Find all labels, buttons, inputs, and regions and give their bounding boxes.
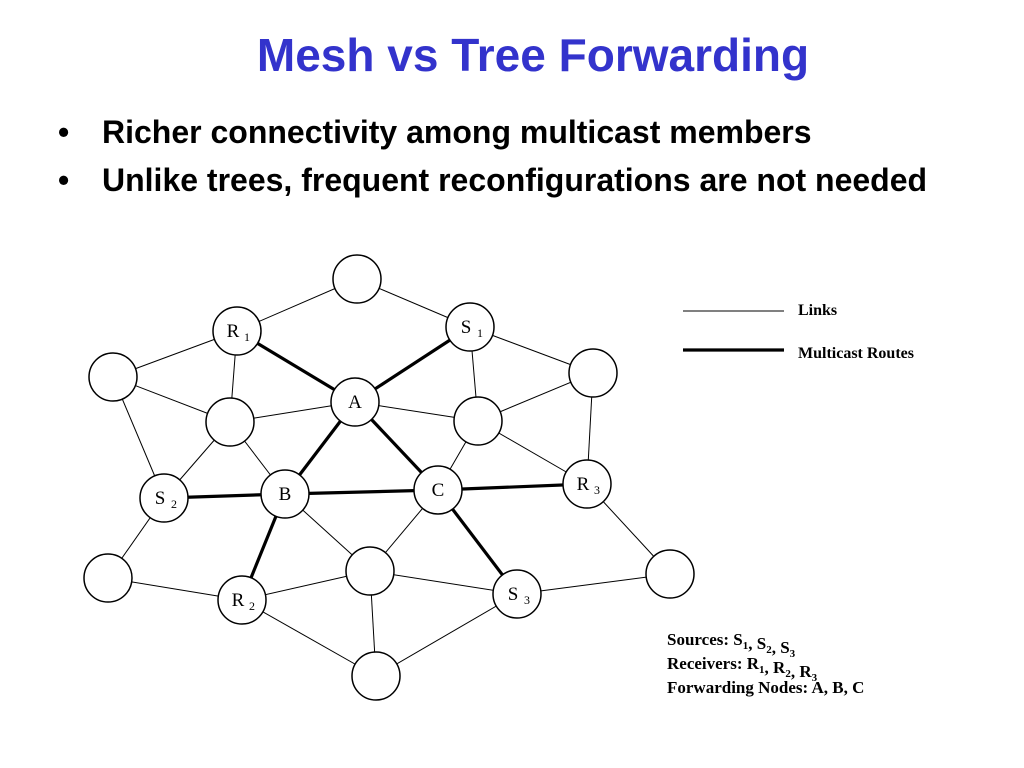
node-B: B bbox=[260, 469, 310, 519]
bullet-marker: • bbox=[58, 162, 70, 198]
link-right-lower-S3 bbox=[516, 573, 671, 595]
bullet-item: • Richer connectivity among multicast me… bbox=[58, 112, 998, 152]
node-label: A bbox=[348, 392, 362, 413]
bullet-item: • Unlike trees, frequent reconfiguration… bbox=[58, 160, 998, 200]
node-subscript: 1 bbox=[244, 330, 250, 344]
summary-subscript: 3 bbox=[812, 672, 818, 684]
summary-run: , R bbox=[791, 662, 813, 681]
node-label: R bbox=[232, 590, 245, 611]
node-circle bbox=[330, 377, 380, 427]
summary-run: , S bbox=[748, 634, 766, 653]
node-C: C bbox=[413, 465, 463, 515]
node-circle bbox=[260, 469, 310, 519]
link-center-lower-S3 bbox=[369, 570, 518, 595]
node-circle bbox=[217, 575, 267, 625]
summary-run: Sources: S bbox=[667, 630, 743, 649]
summary-run: Receivers: R bbox=[667, 654, 760, 673]
node-label: R bbox=[227, 321, 240, 342]
legend-routes-label: Multicast Routes bbox=[798, 345, 914, 362]
bullet-marker: • bbox=[58, 114, 70, 150]
node-circle bbox=[562, 459, 612, 509]
slide-title: Mesh vs Tree Forwarding bbox=[256, 29, 810, 81]
bullet-text: Richer connectivity among multicast memb… bbox=[102, 114, 812, 150]
node-right-upper bbox=[568, 348, 618, 398]
node-circle bbox=[332, 254, 382, 304]
node-A: A bbox=[330, 377, 380, 427]
node-right-lower bbox=[645, 549, 695, 599]
node-subscript: 1 bbox=[477, 326, 483, 340]
node-circle bbox=[205, 397, 255, 447]
summary-run: Forwarding Nodes: A, B, C bbox=[667, 678, 864, 697]
node-bottom bbox=[351, 651, 401, 701]
summary-subscript: 2 bbox=[785, 668, 791, 680]
node-circle bbox=[492, 569, 542, 619]
route-C-R3 bbox=[437, 482, 588, 492]
node-inner-left bbox=[205, 397, 255, 447]
summary-receivers: Receivers: R1, R2, R3 bbox=[667, 654, 818, 684]
node-circle bbox=[139, 473, 189, 523]
link-R2-bottom bbox=[241, 599, 377, 677]
node-circle bbox=[645, 549, 695, 599]
route-B-C bbox=[284, 488, 439, 496]
bullet-text: Unlike trees, frequent reconfigurations … bbox=[102, 162, 928, 198]
node-circle bbox=[83, 553, 133, 603]
node-label: S bbox=[508, 584, 519, 605]
summary-run: , S bbox=[772, 638, 790, 657]
summary-subscript: 1 bbox=[759, 664, 765, 676]
summary-forwarding: Forwarding Nodes: A, B, C bbox=[667, 678, 864, 697]
summary-run: , R bbox=[765, 658, 787, 677]
node-subscript: 2 bbox=[249, 599, 255, 613]
node-left-upper bbox=[88, 352, 138, 402]
node-subscript: 3 bbox=[524, 593, 530, 607]
node-circle bbox=[445, 302, 495, 352]
summary: Sources: S1, S2, S3 Receivers: R1, R2, R… bbox=[667, 630, 864, 697]
node-circle bbox=[413, 465, 463, 515]
summary-subscript: 1 bbox=[743, 640, 749, 652]
node-label: S bbox=[461, 317, 472, 338]
node-label: B bbox=[279, 484, 292, 505]
node-circle bbox=[568, 348, 618, 398]
summary-sources: Sources: S1, S2, S3 bbox=[667, 630, 796, 660]
node-circle bbox=[351, 651, 401, 701]
node-inner-right bbox=[453, 396, 503, 446]
node-left-lower bbox=[83, 553, 133, 603]
node-label: R bbox=[577, 474, 590, 495]
node-circle bbox=[88, 352, 138, 402]
node-top bbox=[332, 254, 382, 304]
node-subscript: 2 bbox=[171, 497, 177, 511]
summary-subscript: 3 bbox=[790, 648, 796, 660]
node-circle bbox=[212, 306, 262, 356]
node-subscript: 3 bbox=[594, 483, 600, 497]
bullet-list: • Richer connectivity among multicast me… bbox=[58, 112, 998, 208]
summary-subscript: 2 bbox=[766, 644, 772, 656]
node-center-lower bbox=[345, 546, 395, 596]
legend: Links Multicast Routes bbox=[683, 302, 914, 362]
node-circle bbox=[345, 546, 395, 596]
node-label: C bbox=[432, 480, 445, 501]
link-S3-bottom bbox=[375, 593, 518, 677]
node-label: S bbox=[155, 488, 166, 509]
node-circle bbox=[453, 396, 503, 446]
legend-links-label: Links bbox=[798, 302, 837, 319]
